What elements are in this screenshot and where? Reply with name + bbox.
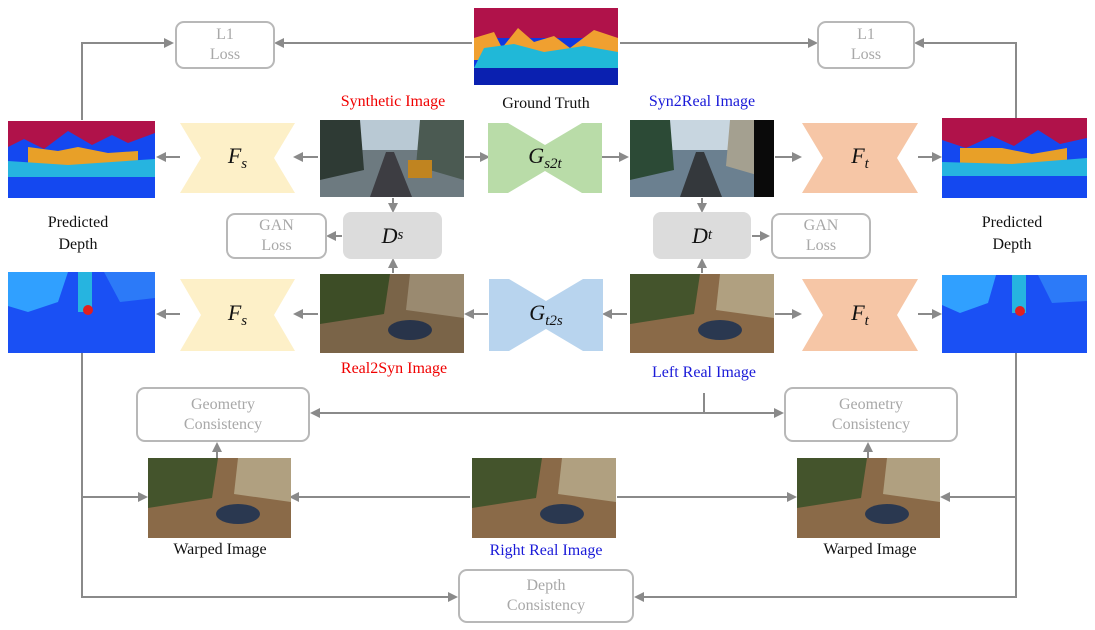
- ground-truth-depth-image: [474, 8, 618, 85]
- warped-image-right: [797, 458, 940, 538]
- predicted-depth-image-bottom-right: [942, 275, 1087, 353]
- warped-image-label-right: Warped Image: [823, 541, 917, 558]
- gan-loss-left: GAN Loss: [226, 213, 327, 259]
- network-fs-bottom: Fs: [180, 279, 295, 351]
- l1-loss-right: L1 Loss: [817, 21, 915, 69]
- gan-loss-right: GAN Loss: [771, 213, 871, 259]
- real2syn-image-label: Real2Syn Image: [340, 360, 448, 377]
- network-ft-bottom: Ft: [802, 279, 918, 351]
- synthetic-image: [320, 120, 464, 197]
- warped-image-label-left: Warped Image: [173, 541, 267, 558]
- syn2real-image: [630, 120, 774, 197]
- real2syn-image: [320, 274, 464, 353]
- arrow-depth-right-to-consistency: [634, 497, 1017, 602]
- predicted-depth-image-top-right: [942, 118, 1087, 198]
- synthetic-image-label: Synthetic Image: [340, 93, 446, 110]
- arrow-depth-left-to-consistency: [81, 497, 458, 602]
- predicted-depth-label-right: Predicted Depth: [981, 214, 1043, 253]
- ground-truth-label: Ground Truth: [502, 95, 590, 112]
- geometry-consistency-right: Geometry Consistency: [784, 387, 958, 442]
- right-real-image-label: Right Real Image: [489, 542, 603, 559]
- left-real-image: [630, 274, 774, 353]
- left-real-image-label: Left Real Image: [652, 364, 756, 381]
- warped-image-left: [148, 458, 291, 538]
- syn2real-image-label: Syn2Real Image: [648, 93, 756, 110]
- depth-consistency: Depth Consistency: [458, 569, 634, 623]
- predicted-depth-image-top-left: [8, 121, 155, 198]
- geometry-consistency-left: Geometry Consistency: [136, 387, 310, 442]
- predicted-depth-image-bottom-left: [8, 272, 155, 353]
- arrow-pred-depth-to-l1-left: [81, 38, 174, 120]
- network-gs2t: Gs2t: [488, 123, 602, 193]
- predicted-depth-label-left: Predicted Depth: [47, 214, 109, 253]
- network-ft-top: Ft: [802, 123, 918, 193]
- right-real-image: [472, 458, 616, 538]
- network-gt2s: Gt2s: [489, 279, 603, 351]
- network-fs-top: Fs: [180, 123, 295, 193]
- arrow-pred-depth-to-l1-right: [914, 38, 1017, 120]
- l1-loss-left: L1 Loss: [175, 21, 275, 69]
